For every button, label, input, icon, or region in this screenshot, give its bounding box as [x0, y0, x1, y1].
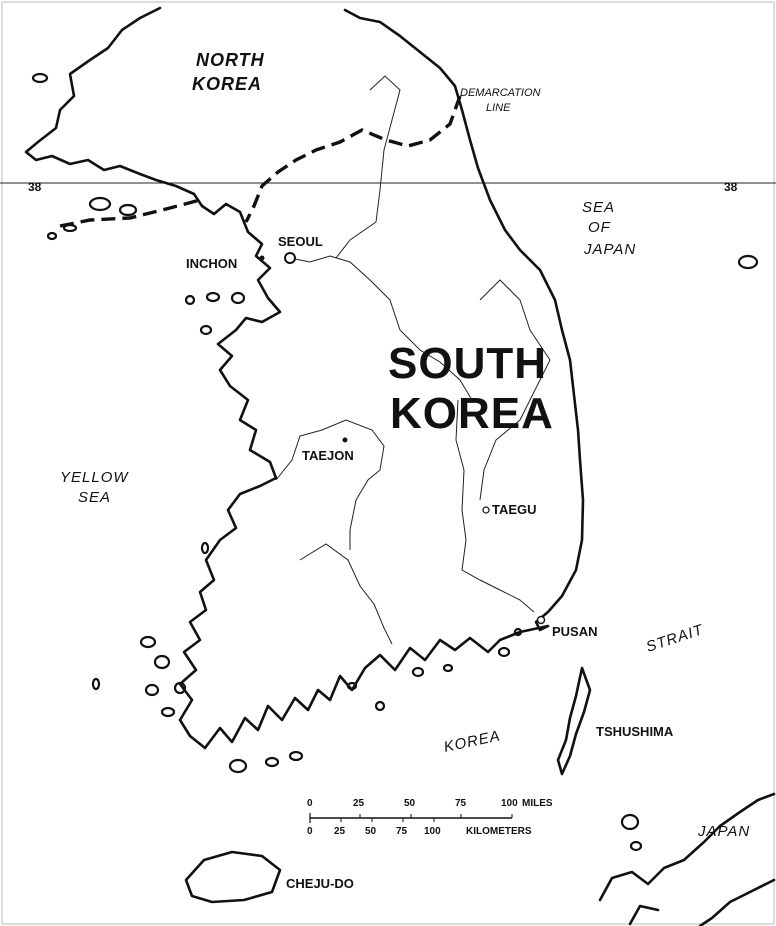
label-korea-strait-1: KOREA	[442, 727, 502, 756]
scale-km-unit: KILOMETERS	[466, 826, 532, 837]
tshushima-island	[556, 666, 592, 776]
label-yellow-sea-2: SEA	[78, 489, 111, 506]
label-japan: JAPAN	[697, 823, 750, 840]
label-north-korea-1: NORTH	[196, 50, 265, 70]
japan-coastline	[598, 792, 776, 926]
label-taegu: TAEGU	[492, 502, 537, 517]
label-south-korea-1: SOUTH	[388, 339, 547, 388]
label-taejon: TAEJON	[302, 448, 354, 463]
label-sea-of-japan-1: SEA	[582, 199, 615, 216]
korea-peninsula-coastline	[24, 6, 585, 750]
scale-miles-50: 50	[404, 798, 416, 809]
river-han	[289, 255, 473, 401]
scale-miles-75: 75	[455, 798, 467, 809]
demarcation-line	[244, 95, 462, 223]
west-coast-islands	[31, 72, 759, 774]
label-inchon: INCHON	[186, 256, 237, 271]
label-north-korea-2: KOREA	[192, 74, 262, 94]
taejon-marker	[342, 437, 348, 443]
label-sea-of-japan-2: OF	[588, 219, 611, 236]
river-north	[335, 75, 401, 259]
parallel-label-east: 38	[724, 180, 738, 194]
scale-km-75: 75	[396, 826, 408, 837]
scale-miles-0: 0	[307, 798, 313, 809]
river-yongsan	[299, 543, 393, 645]
label-yellow-sea-1: YELLOW	[60, 469, 129, 486]
label-seoul: SEOUL	[278, 234, 323, 249]
label-demarcation-1: DEMARCATION	[460, 87, 541, 99]
label-pusan: PUSAN	[552, 624, 598, 639]
label-south-korea-2: KOREA	[390, 389, 554, 438]
japan-small-island	[620, 813, 640, 831]
japan-small-island-2	[629, 840, 643, 852]
river-naktong-branch	[479, 279, 551, 501]
inchon-marker	[259, 255, 265, 261]
scale-bar: 0 25 50 75 100 MILES 0 25 50 75 100 KILO…	[307, 798, 553, 837]
label-tshushima: TSHUSHIMA	[596, 724, 674, 739]
demarcation-line-estuary	[59, 198, 201, 228]
scale-miles-unit: MILES	[522, 798, 553, 809]
label-korea-strait-2: STRAIT	[644, 621, 706, 656]
label-demarcation-2: LINE	[486, 102, 511, 114]
seoul-marker	[284, 252, 296, 264]
taegu-marker	[482, 506, 490, 514]
scale-km-25: 25	[334, 826, 346, 837]
cheju-do-island	[184, 850, 282, 904]
river-kum	[275, 419, 385, 550]
scale-miles-25: 25	[353, 798, 365, 809]
scale-miles-100: 100	[501, 798, 518, 809]
river-naktong	[455, 399, 535, 613]
label-sea-of-japan-3: JAPAN	[583, 241, 636, 258]
scale-km-0: 0	[307, 826, 313, 837]
pusan-marker	[536, 615, 546, 625]
label-cheju-do: CHEJU-DO	[286, 876, 354, 891]
parallel-label-west: 38	[28, 180, 42, 194]
scale-km-50: 50	[365, 826, 377, 837]
scale-km-100: 100	[424, 826, 441, 837]
